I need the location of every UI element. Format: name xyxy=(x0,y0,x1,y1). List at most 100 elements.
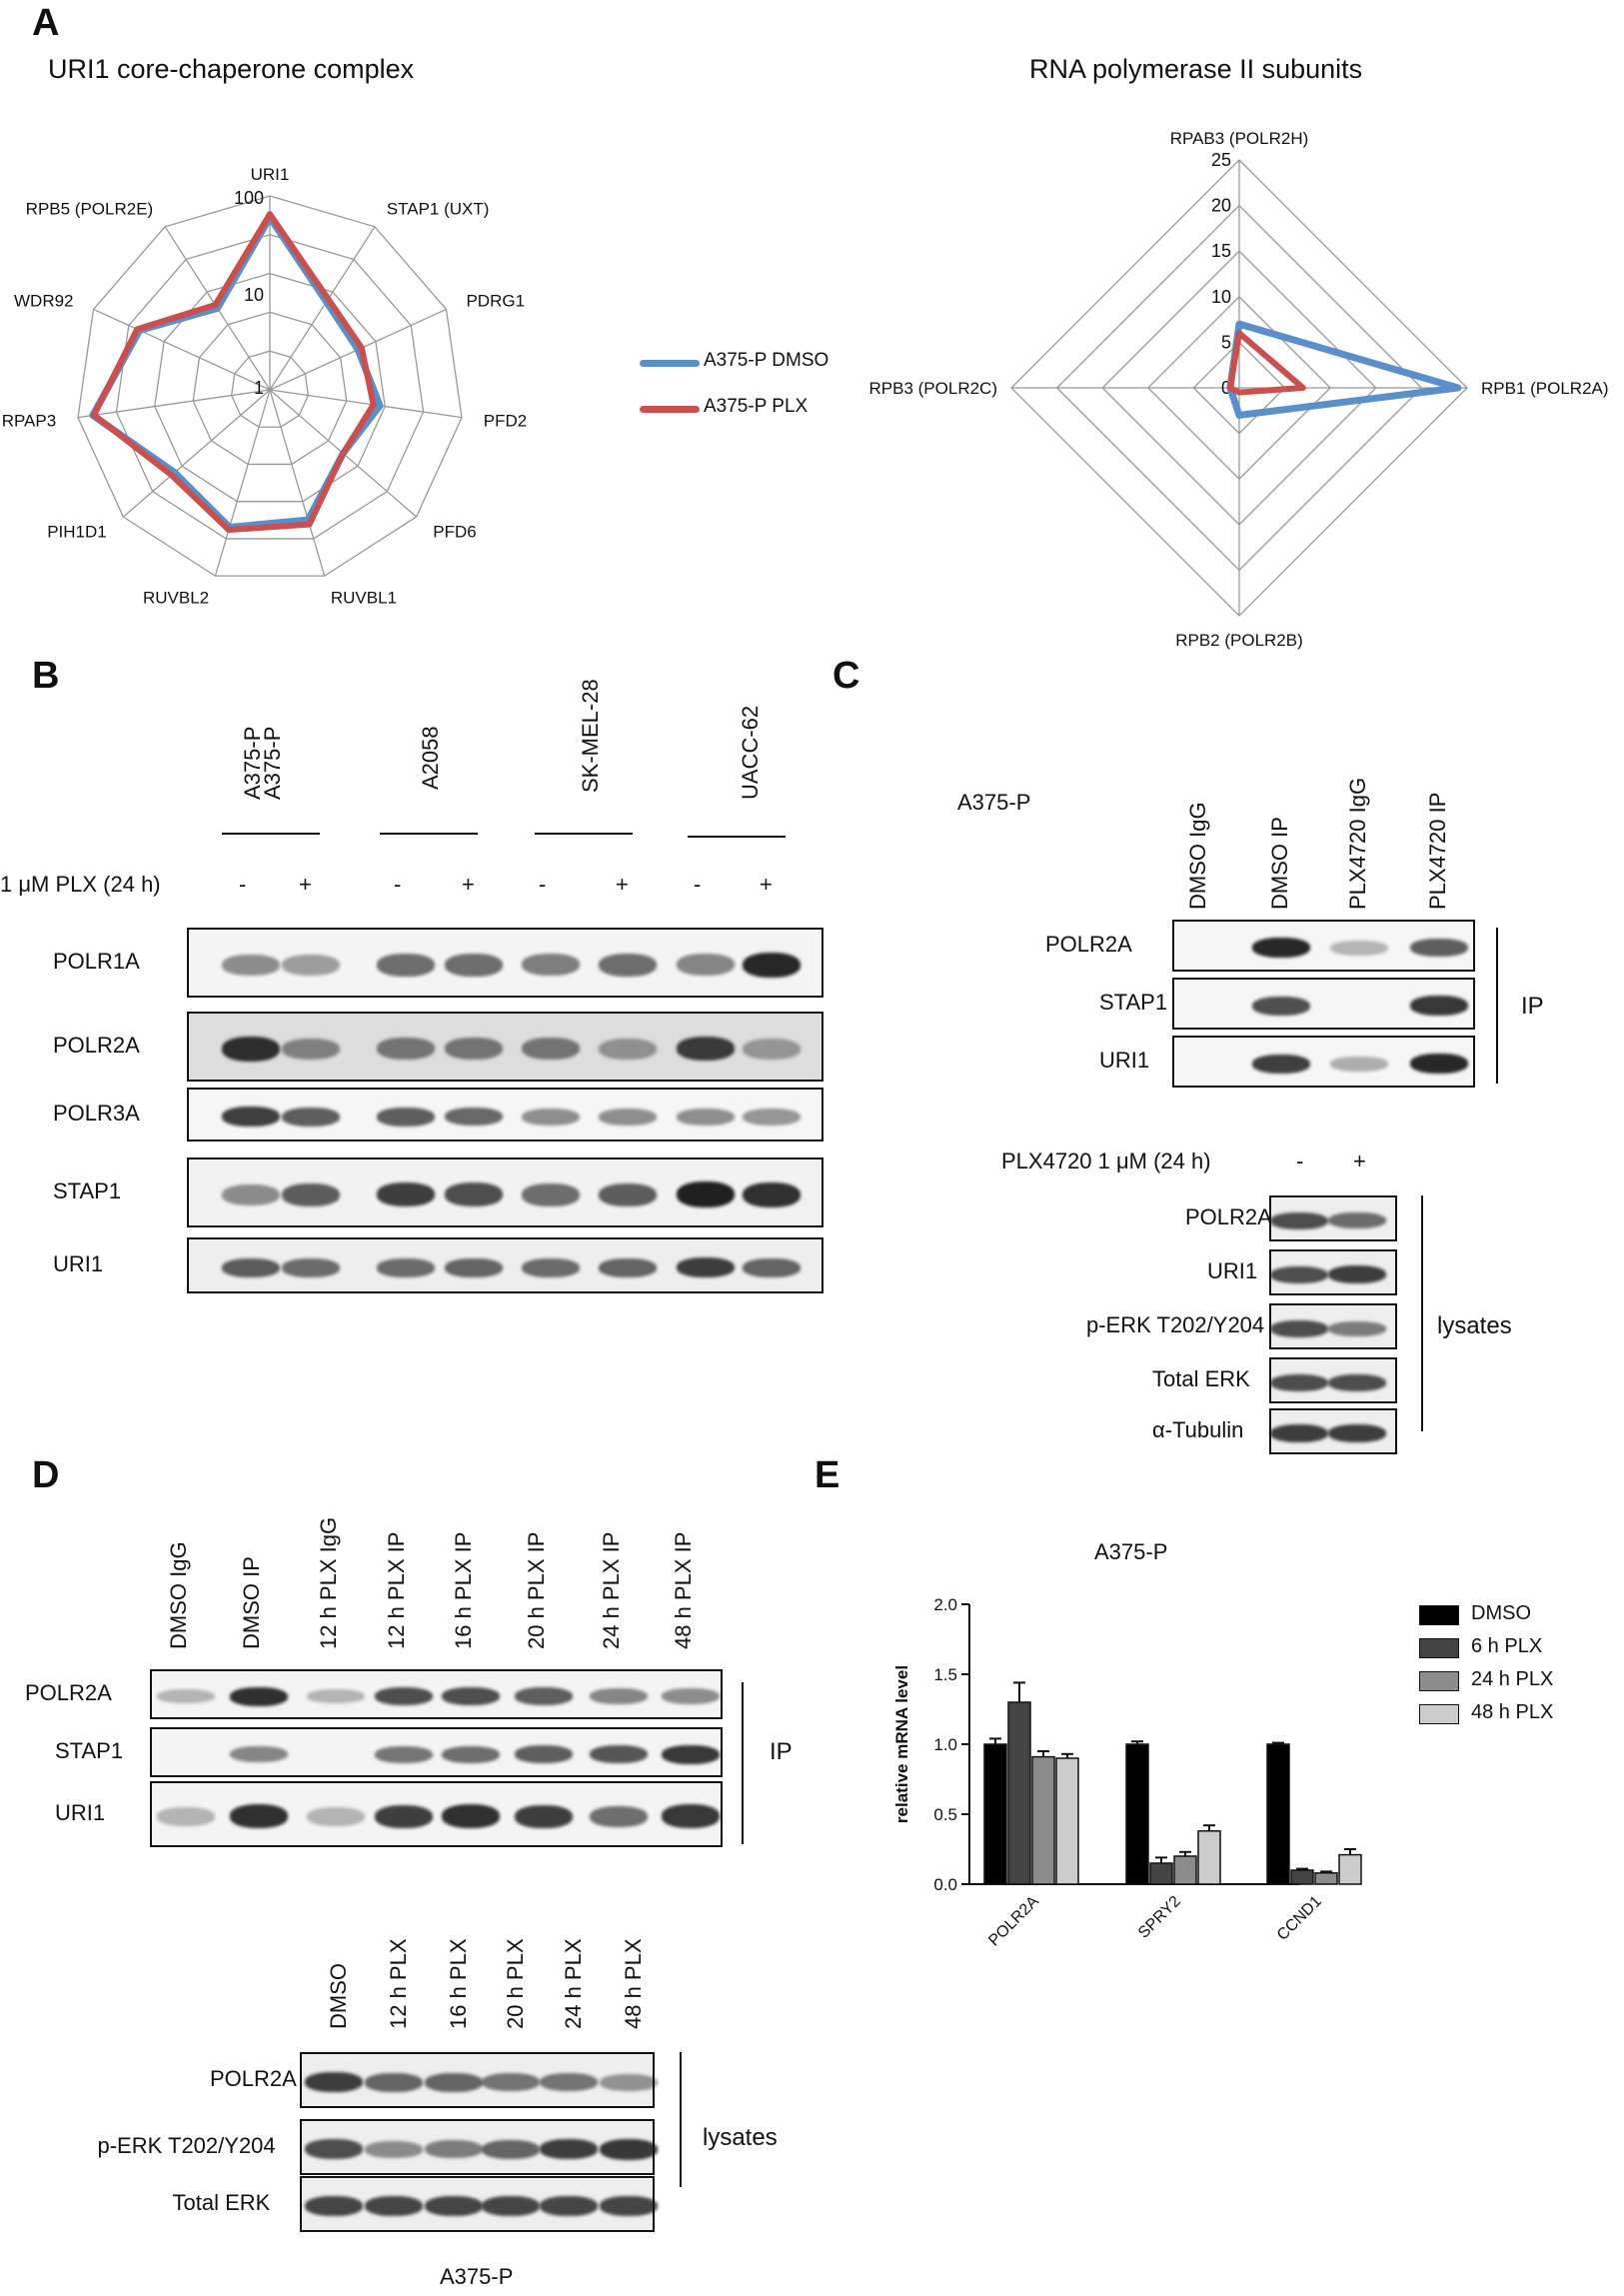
lane-label-d-lysate: 16 h PLX xyxy=(446,1938,471,2029)
radar-left-series-plx xyxy=(91,211,377,534)
radar-left-spoke-label: WDR92 xyxy=(14,291,74,310)
blot-band xyxy=(599,953,657,977)
blot-band xyxy=(230,1746,288,1762)
blot-row-label: STAP1 xyxy=(1099,990,1168,1015)
cellline-c: A375-P xyxy=(957,790,1031,815)
bar-legend-swatch xyxy=(1419,1704,1459,1724)
blot-band xyxy=(515,1687,573,1705)
blot-band xyxy=(230,1686,288,1706)
sign-c-0: - xyxy=(1296,1148,1304,1173)
blot-band xyxy=(482,2073,540,2091)
blot-band xyxy=(662,1744,720,1764)
blot-band xyxy=(377,1182,435,1206)
blot-c-lys-4 xyxy=(1269,1408,1397,1454)
lane-label-d: 24 h PLX IP xyxy=(599,1531,624,1649)
blot-band xyxy=(1252,938,1310,958)
blot-d-ip-stap1 xyxy=(150,1727,723,1777)
lane-sign-b: + xyxy=(760,872,773,897)
blot-band xyxy=(222,954,280,976)
lysate-bracket-c xyxy=(1421,1195,1423,1431)
radar-right-axis-label: 20 xyxy=(1211,196,1231,216)
blot-band xyxy=(1270,1265,1328,1283)
blot-band xyxy=(305,2139,363,2159)
blot-band xyxy=(522,1182,580,1206)
blot-band xyxy=(599,1108,657,1126)
blot-d-lys-1 xyxy=(300,2119,658,2175)
blot-band xyxy=(305,2072,363,2092)
bar-legend-label: 48 h PLX xyxy=(1471,1701,1554,1723)
blot-row-label: POLR3A xyxy=(53,1101,140,1126)
radar-left-spoke-label: PFD2 xyxy=(484,412,527,431)
blot-band xyxy=(1252,996,1310,1016)
radar-right-axis-label: 10 xyxy=(1211,287,1231,307)
lane-label-d-lysate: 12 h PLX xyxy=(386,1938,411,2029)
radar-left-spoke xyxy=(269,226,376,391)
blot-band xyxy=(377,953,435,977)
blot-band xyxy=(442,1745,500,1763)
lane-label-c: PLX4720 IgG xyxy=(1345,777,1370,910)
blot-row-label: STAP1 xyxy=(55,1738,124,1763)
ip-bracket-c xyxy=(1496,928,1498,1084)
treatment-label-b: 1 μM PLX (24 h) xyxy=(0,872,161,897)
cellline-a2058: A2058 xyxy=(418,726,443,790)
blot-band xyxy=(282,1038,340,1060)
blot-band xyxy=(1252,1054,1310,1074)
blot-band xyxy=(743,1038,801,1060)
bar-legend-swatch xyxy=(1419,1605,1459,1625)
lane-sign-b: - xyxy=(694,872,702,897)
panel-letter-c: C xyxy=(832,655,860,697)
cellline-skmel28: SK-MEL-28 xyxy=(578,679,603,793)
lane-label-d: DMSO IP xyxy=(239,1556,264,1649)
blot-band xyxy=(1270,1211,1328,1229)
lane-label-c: DMSO IP xyxy=(1267,817,1292,910)
blot-c-lys-3 xyxy=(1269,1357,1397,1403)
bar-y-label: relative mRNA level xyxy=(892,1665,911,1823)
radar-right-series-plx xyxy=(1226,330,1306,396)
legend-label-dmso: A375-P DMSO xyxy=(704,350,829,371)
blot-band xyxy=(522,1108,580,1126)
blot-band xyxy=(1328,1212,1386,1228)
radar-right-axis-label: 5 xyxy=(1221,332,1231,352)
bar-spry2-2 xyxy=(1173,1855,1197,1885)
blot-d-ip-uri1 xyxy=(150,1781,723,1847)
blot-band xyxy=(365,2072,423,2092)
blot-band xyxy=(1270,1319,1328,1337)
blot-band xyxy=(600,2138,658,2160)
lane-label-c: DMSO IgG xyxy=(1185,802,1210,910)
blot-row-label: POLR2A xyxy=(25,1680,112,1705)
bar-ccnd1-1 xyxy=(1290,1869,1314,1885)
blot-c-lys-1 xyxy=(1269,1249,1397,1295)
blot-row-label: URI1 xyxy=(1207,1258,1258,1283)
blot-d-lys-0 xyxy=(300,2052,658,2108)
cellline-d: A375-P xyxy=(440,2264,514,2289)
bar-y-tick-label: 1.0 xyxy=(933,1735,957,1754)
blot-row-label: URI1 xyxy=(1099,1048,1150,1073)
bar-spry2-3 xyxy=(1197,1830,1221,1885)
radar-right-chart: RPAB3 (POLR2H)RPB1 (POLR2A)RPB2 (POLR2B)… xyxy=(869,129,1609,650)
legend-swatch-dmso xyxy=(640,360,700,367)
blot-band xyxy=(743,1108,801,1126)
blot-band xyxy=(282,1257,340,1277)
radar-left-grid-ring xyxy=(154,272,386,503)
blot-band xyxy=(590,1805,648,1827)
lane-label-d: 12 h PLX IP xyxy=(384,1531,409,1649)
radar-left-spoke-label: PDRG1 xyxy=(466,291,525,310)
bar-y-tick-label: 0.5 xyxy=(933,1805,957,1824)
legend-swatch-plx xyxy=(640,406,700,413)
radar-left-grid-ring xyxy=(230,350,310,428)
radar-right-title: RNA polymerase II subunits xyxy=(1029,54,1363,84)
lane-sign-b: - xyxy=(539,872,547,897)
blot-row-label: POLR2A xyxy=(210,2066,297,2091)
lane-label-d-lysate: 20 h PLX xyxy=(503,1938,528,2029)
bar-x-tick-label: SPRY2 xyxy=(1135,1893,1184,1942)
radar-left-spoke xyxy=(122,389,271,518)
radar-left-spoke xyxy=(214,389,271,577)
bar-y-tick-label: 1.5 xyxy=(933,1665,957,1684)
bar-ccnd1-2 xyxy=(1314,1872,1338,1885)
blot-b-polr3a xyxy=(187,1088,823,1142)
radar-left-spoke-label: PFD6 xyxy=(433,522,476,541)
blot-band xyxy=(222,1183,280,1205)
blot-band xyxy=(365,2196,423,2216)
blot-band xyxy=(743,1257,801,1277)
blot-band xyxy=(425,2140,483,2158)
